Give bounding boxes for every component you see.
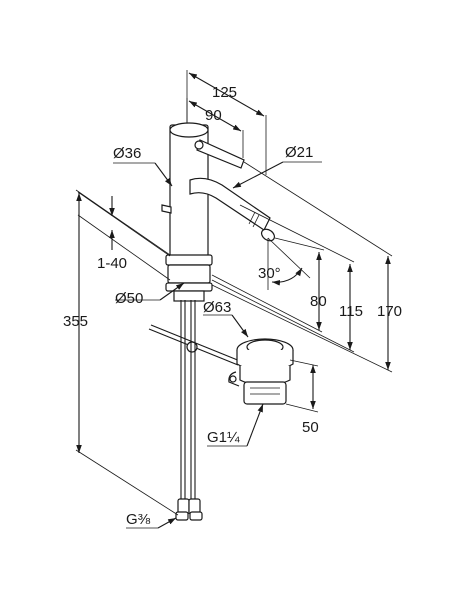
hose-length-dimension: 355 bbox=[63, 189, 179, 516]
total-height-label: 170 bbox=[377, 303, 402, 320]
reach-dimension-group: 125 90 bbox=[186, 70, 267, 175]
waste-assembly bbox=[228, 338, 294, 405]
height-dimensions: 80 115 170 bbox=[211, 161, 402, 373]
waste-thread-callout: G1¼ bbox=[207, 403, 264, 447]
waste-thread-label: G1¼ bbox=[207, 429, 240, 446]
body-diameter-label: Ø36 bbox=[113, 145, 141, 162]
hose-length-label: 355 bbox=[63, 313, 88, 330]
deck-thickness-dimension: 1-40 bbox=[77, 191, 171, 281]
mixer-body bbox=[148, 122, 276, 521]
reach-lever-label: 90 bbox=[205, 107, 222, 124]
waste-diameter-label: Ø63 bbox=[203, 299, 231, 316]
hose-thread-label: G⅜ bbox=[126, 511, 151, 528]
spout-height-label: 115 bbox=[339, 303, 363, 320]
waste-diameter-callout: Ø63 bbox=[203, 299, 249, 338]
body-diameter-callout: Ø36 bbox=[113, 145, 173, 187]
spout-angle-dimension: 30° bbox=[258, 237, 311, 290]
waste-depth-label: 50 bbox=[302, 419, 319, 436]
spout-diameter-label: Ø21 bbox=[285, 144, 313, 161]
spout-angle-label: 30° bbox=[258, 265, 281, 282]
outlet-height-label: 80 bbox=[310, 293, 327, 310]
hole-diameter-callout: Ø50 bbox=[115, 282, 185, 307]
hose-thread-callout: G⅜ bbox=[126, 511, 177, 529]
spout-diameter-callout: Ø21 bbox=[232, 144, 322, 189]
reach-total-label: 125 bbox=[212, 84, 237, 101]
deck-thickness-label: 1-40 bbox=[97, 255, 127, 272]
waste-depth-dimension: 50 bbox=[285, 359, 319, 436]
hole-diameter-label: Ø50 bbox=[115, 290, 143, 307]
